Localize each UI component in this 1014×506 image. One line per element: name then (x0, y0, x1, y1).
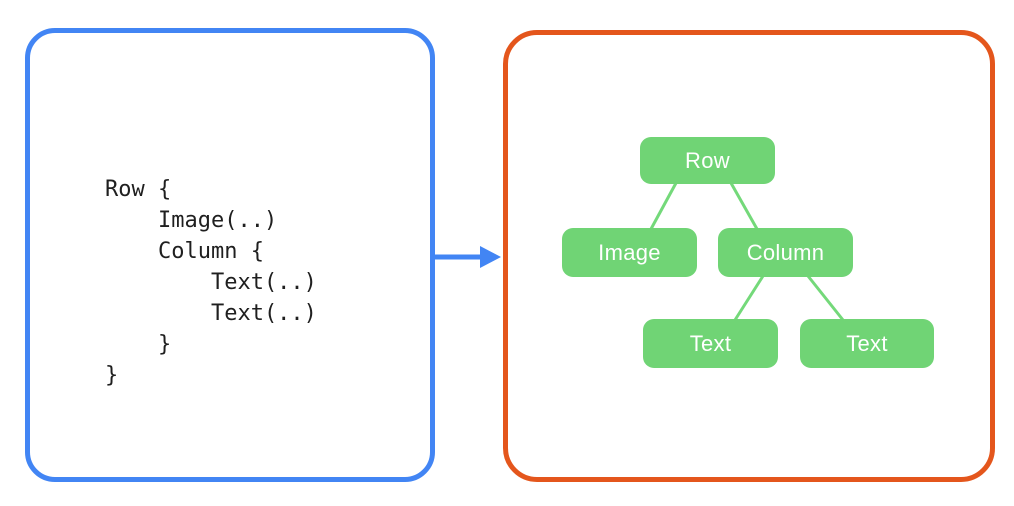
tree-node-column: Column (718, 228, 853, 277)
code-line: Column { (105, 239, 264, 264)
tree-node-row: Row (640, 137, 775, 184)
code-line: Image(..) (105, 208, 278, 233)
tree-edge (649, 181, 678, 231)
tree-edge (729, 181, 759, 231)
tree-node-text-2: Text (800, 319, 934, 368)
code-line: Text(..) (105, 270, 317, 295)
tree-panel: Row Image Column Text Text (503, 30, 995, 482)
code-line: } (105, 363, 119, 388)
tree-edge (806, 274, 845, 322)
code-snippet: Row { Image(..) Column { Text(..) Text(.… (105, 174, 317, 391)
code-line: Row { (105, 177, 172, 202)
tree-node-text-1: Text (643, 319, 778, 368)
code-line: Text(..) (105, 301, 317, 326)
tree-edge (733, 274, 765, 322)
code-panel: Row { Image(..) Column { Text(..) Text(.… (25, 28, 435, 482)
arrow-right-icon (434, 246, 501, 268)
tree-edges (649, 181, 845, 322)
code-line: } (105, 332, 172, 357)
tree-node-image: Image (562, 228, 697, 277)
